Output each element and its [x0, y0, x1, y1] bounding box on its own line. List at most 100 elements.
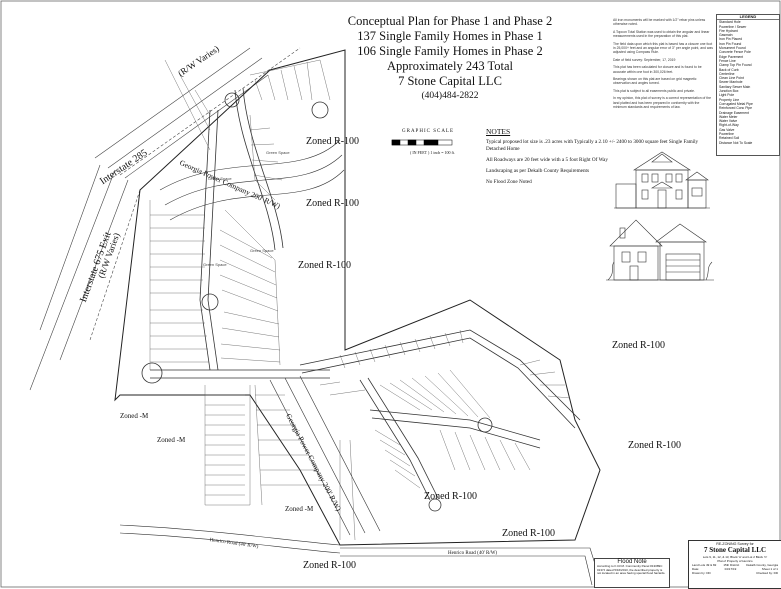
- title-box-checked: Checked by: DD: [756, 571, 778, 575]
- legend-item: Property Line: [719, 97, 740, 102]
- phase1-lots-west: [149, 200, 209, 370]
- note-item: Landscaping as per Dekalb County Require…: [486, 168, 590, 174]
- legend-item: Iron Pin Placed: [719, 37, 742, 42]
- legend-item: Centerline: [719, 71, 735, 76]
- title-box-date-label: Date:: [692, 567, 700, 571]
- title-line-1: Conceptual Plan for Phase 1 and Phase 2: [347, 14, 553, 28]
- flood-note-heading: Flood Note: [617, 559, 647, 565]
- zone-label: Zoned -M: [285, 505, 314, 513]
- henrico-road-label-east: Henrico Road (40' R/W): [448, 551, 498, 556]
- title-box-top: RE-ZONING Survey for: [716, 542, 754, 546]
- legend-item: Powerline / Sewer: [719, 24, 747, 29]
- zone-label: Zoned -M: [120, 412, 149, 420]
- general-note: Date of field survey: September, 17, 201…: [613, 57, 676, 62]
- title-box-row: Land Lots 49 & 82 15th District Dekalb C…: [689, 563, 781, 567]
- general-note: Bearings shown on this plat are based on…: [613, 77, 697, 86]
- zone-label: Zoned R-100: [303, 560, 357, 571]
- legend-item: Light Pole: [719, 93, 735, 98]
- survey-general-notes: All iron monuments will be marked with 1…: [613, 18, 713, 113]
- title-box-plat: Plat of Property of Henrico: [717, 559, 753, 563]
- legend-item: Reinforced Conc Pipe: [719, 106, 752, 111]
- green-space-label: Green Space: [266, 150, 290, 155]
- graphic-scale-bar: [391, 139, 453, 146]
- legend-item: Back of Curb: [719, 67, 739, 72]
- zone-label: Zoned R-100: [628, 440, 682, 451]
- title-line-3: 106 Single Family Homes in Phase 2: [357, 44, 543, 58]
- legend-item: Retained Soil: [719, 136, 740, 141]
- flood-note-text: According to F.I.R.M. Community Panel #1…: [597, 564, 666, 576]
- legend-item: Edge Pavement: [719, 54, 744, 59]
- property-boundary: [114, 49, 601, 546]
- phase1-lots-central: [164, 59, 281, 366]
- legend-item: Concrete Fence Pole: [719, 50, 751, 55]
- zone-label: Zoned R-100: [502, 528, 556, 539]
- title-box-lots: Lots 9, 11, 12, & 13, Block 'A' and Lot …: [702, 555, 768, 559]
- graphic-scale-subtitle: ( IN FEET ) 1 inch = 100 ft.: [410, 150, 455, 155]
- title-box-row: Drawn by: DD Checked by: DD: [689, 571, 781, 575]
- phase1-lots-north: [249, 59, 331, 201]
- phase1-roads: [141, 87, 330, 384]
- legend-item: Gas Valve: [719, 127, 735, 132]
- title-line-4: Approximately 243 Total: [387, 59, 513, 73]
- plan-title-block: Conceptual Plan for Phase 1 and Phase 2 …: [330, 14, 570, 104]
- green-space-label: Green Space: [250, 248, 274, 253]
- legend-item: Gasmain: [719, 33, 733, 38]
- plan-notes: NOTES Typical proposed lot size is .23 a…: [486, 128, 701, 190]
- legend-heading: LEGEND: [717, 14, 779, 21]
- house-illustration-gable: [606, 219, 714, 281]
- legend-item: Right-of-Way: [719, 123, 739, 128]
- legend-item: Water Valve: [719, 119, 738, 124]
- general-note: In my opinion, this plat of survey is a …: [613, 96, 712, 110]
- note-item: Typical proposed lot size is .23 acres w…: [486, 139, 699, 152]
- legend-item: Iron Pin Found: [719, 41, 742, 46]
- survey-title-box: RE-ZONING Survey for 7 Stone Capital LLC…: [688, 540, 781, 589]
- general-note: This plat has been calculated for closur…: [613, 65, 702, 74]
- legend-item: Sanitary Sewer Main: [719, 84, 751, 89]
- general-note: The field data upon which this plat is b…: [613, 41, 713, 55]
- legend-item: Sewer Manhole: [719, 80, 743, 85]
- house-illustration-two-story: [614, 151, 710, 209]
- title-line-2: 137 Single Family Homes in Phase 1: [357, 29, 543, 43]
- zone-label: Zoned R-100: [298, 260, 352, 271]
- legend-item: Clamp Top Pin Found: [719, 63, 752, 68]
- flood-note-box: Flood Note According to F.I.R.M. Communi…: [594, 558, 670, 588]
- title-box-drawn: Drawn by: DD: [692, 571, 711, 575]
- note-item: No Flood Zone Noted: [486, 179, 532, 185]
- zone-label: Zoned R-100: [612, 340, 666, 351]
- green-space-label: Green Space: [208, 176, 232, 181]
- title-box-district: 15th District: [723, 563, 740, 567]
- title-box-date: 04/17/19: [724, 567, 737, 571]
- graphic-scale-title: GRAPHIC SCALE: [402, 129, 455, 134]
- notes-heading: NOTES: [486, 127, 511, 136]
- zone-label: Zoned -M: [157, 436, 186, 444]
- title-box-county: Dekalb County, Georgia: [746, 563, 778, 567]
- title-line-5: 7 Stone Capital LLC: [398, 74, 502, 88]
- legend-item: Distance Not To Scale: [719, 140, 753, 145]
- legend-item: Clean Line Point: [719, 76, 744, 81]
- note-item: All Roadways are 20 feet wide with a 5 f…: [486, 157, 608, 163]
- title-box-row: Date: 04/17/19 Sheet 1 of 1: [689, 567, 781, 571]
- general-note: This plat is subject to all easements pu…: [613, 88, 695, 93]
- legend-item: Standard Hole: [719, 20, 741, 25]
- legend-item: Powerline: [719, 132, 734, 137]
- zone-label: Zoned R-100: [424, 491, 478, 502]
- zone-label: Zoned R-100: [306, 136, 360, 147]
- phase2-roads: [299, 329, 581, 512]
- general-note: A Topcon Total Station was used to obtai…: [613, 29, 710, 39]
- legend-item: Fence Line: [719, 58, 736, 63]
- phase2-lots: [319, 329, 571, 541]
- zone-label: Zoned R-100: [306, 198, 360, 209]
- title-box-land-lot: Land Lots 49 & 82: [692, 563, 717, 567]
- title-box-company: 7 Stone Capital LLC: [703, 546, 767, 554]
- title-box-sheet: Sheet 1 of 1: [761, 567, 778, 571]
- title-phone: (404)484-2822: [421, 91, 479, 101]
- legend-item: Water Meter: [719, 114, 738, 119]
- legend-item: Corrugated Metal Pipe: [719, 101, 753, 106]
- green-space-label: Green Space: [203, 262, 227, 267]
- general-note: All iron monuments will be marked with 1…: [613, 18, 706, 27]
- phase1-lots-south: [204, 384, 322, 506]
- legend-item: Fire Hydrant: [719, 28, 738, 33]
